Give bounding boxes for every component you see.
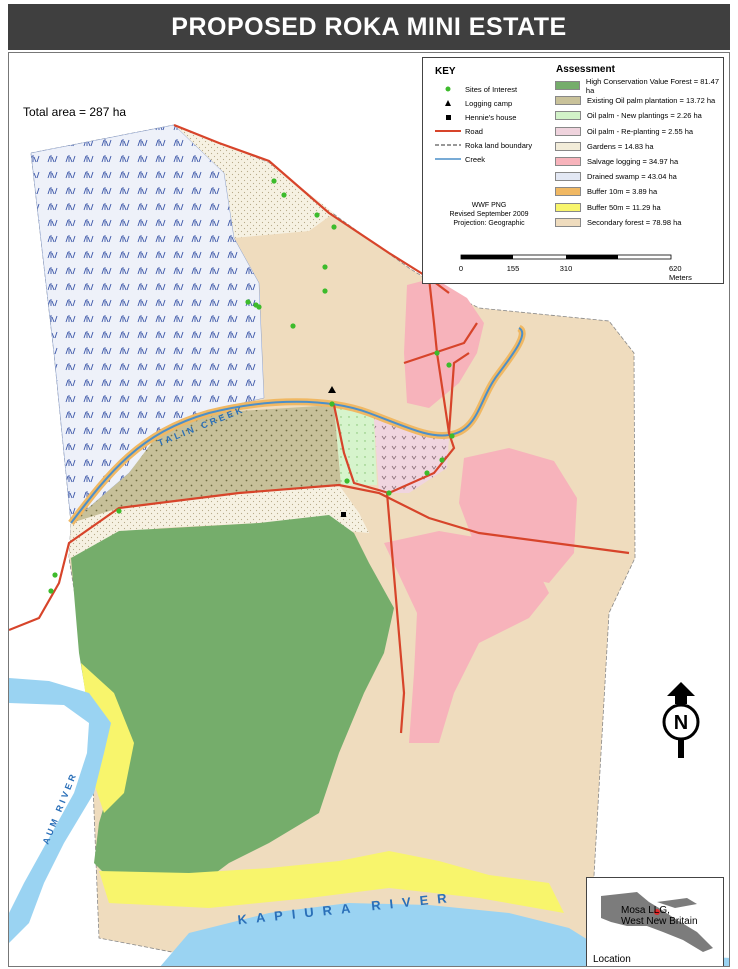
assessment-swatch xyxy=(555,96,581,106)
credit-line: Projection: Geographic xyxy=(453,220,525,227)
credit-line: WWF PNG xyxy=(471,202,507,209)
assessment-item: Existing Oil palm plantation = 13.72 ha xyxy=(555,95,715,106)
key-item-label: Sites of Interest xyxy=(465,84,518,94)
map-title: PROPOSED ROKA MINI ESTATE xyxy=(8,4,730,50)
png-outline-icon xyxy=(601,892,713,952)
creek-line-icon xyxy=(431,153,465,165)
key-item-label: Road xyxy=(465,126,483,136)
inset-location-text: Mosa LLG, West New Britain xyxy=(621,905,698,927)
gardens-area-north xyxy=(174,125,334,238)
key-item-road: Road xyxy=(431,125,483,137)
assessment-label: Oil palm - New plantings = 2.26 ha xyxy=(587,111,702,121)
assessment-label: Salvage logging = 34.97 ha xyxy=(587,157,679,166)
map-credit: WWF PNG Revised September 2009 Projectio… xyxy=(439,201,539,228)
gardens-area-south xyxy=(69,485,369,558)
assessment-label: Oil palm - Re-planting = 2.55 ha xyxy=(587,126,694,136)
scale-tick-0: 0 xyxy=(458,264,464,273)
assessment-item: Buffer 10m = 3.89 ha xyxy=(555,186,657,197)
north-arrow-icon: N xyxy=(655,680,707,760)
assessment-swatch xyxy=(555,217,581,227)
assessment-label: Drained swamp = 43.04 ha xyxy=(587,172,677,182)
assessment-item: Gardens = 14.83 ha xyxy=(555,141,654,152)
assessment-label: Buffer 50m = 11.29 ha xyxy=(587,202,661,212)
aum-river xyxy=(9,678,111,943)
scale-bar: 0 155 310 620 Meters xyxy=(453,253,717,282)
assessment-label: High Conservation Value Forest = 81.47 h… xyxy=(585,76,719,95)
assessment-item: High Conservation Value Forest = 81.47 h… xyxy=(555,77,723,95)
assessment-swatch xyxy=(555,111,581,121)
assessment-label: Gardens = 14.83 ha xyxy=(587,141,654,151)
assessment-swatch xyxy=(555,187,581,197)
triangle-icon xyxy=(431,97,465,109)
key-item-label: Hennie's house xyxy=(465,112,517,122)
assessment-swatch xyxy=(555,81,580,90)
oil-palm-existing-area xyxy=(71,405,341,523)
assessment-label: Buffer 10m = 3.89 ha xyxy=(587,187,658,197)
credit-line: Revised September 2009 xyxy=(449,211,529,218)
salvage-logging-area-north xyxy=(404,278,484,408)
legend-assessment-title: Assessment xyxy=(556,64,615,75)
key-item-sites: Sites of Interest xyxy=(431,83,517,95)
key-item-house: Hennie's house xyxy=(431,111,516,123)
assessment-swatch xyxy=(555,202,581,212)
square-icon xyxy=(431,111,465,123)
key-item-label: Roka land boundary xyxy=(465,140,533,150)
assessment-item: Oil palm - Re-planting = 2.55 ha xyxy=(555,126,693,137)
logging-camp-marker xyxy=(328,386,336,393)
hcv-forest-area xyxy=(71,515,394,898)
legend-key-title: KEY xyxy=(435,66,456,77)
assessment-label: Secondary forest = 78.98 ha xyxy=(587,217,682,227)
assessment-item: Salvage logging = 34.97 ha xyxy=(555,156,678,167)
assessment-swatch xyxy=(555,126,581,136)
assessment-swatch xyxy=(555,172,581,182)
assessment-item: Oil palm - New plantings = 2.26 ha xyxy=(555,110,702,121)
road-line-icon xyxy=(431,125,465,137)
key-item-creek: Creek xyxy=(431,153,485,165)
map-frame: Total area = 287 ha TALIN CREEK KAPIURA … xyxy=(8,52,730,967)
location-inset-map: Mosa LLG, West New Britain Location xyxy=(586,877,724,966)
assessment-item: Drained swamp = 43.04 ha xyxy=(555,171,677,182)
talin-creek-line xyxy=(70,327,524,524)
assessment-item: Buffer 50m = 11.29 ha xyxy=(555,202,661,213)
key-item-boundary: Roka land boundary xyxy=(431,139,532,151)
key-item-label: Creek xyxy=(465,154,486,164)
key-item-camp: Logging camp xyxy=(431,97,512,109)
legend-box: KEY Assessment Sites of Interest Logging… xyxy=(422,57,724,284)
scale-tick-1: 155 xyxy=(506,264,520,273)
buffer-50m-south xyxy=(99,851,564,913)
salvage-logging-area-south xyxy=(384,531,549,743)
assessment-item: Secondary forest = 78.98 ha xyxy=(555,217,681,228)
inset-caption: Location xyxy=(593,954,631,965)
north-letter: N xyxy=(674,712,688,734)
oil-palm-new-area xyxy=(334,405,377,485)
key-item-label: Logging camp xyxy=(465,98,513,108)
inset-region: West New Britain xyxy=(621,916,698,927)
hennies-house-marker xyxy=(341,512,346,517)
assessment-label: Existing Oil palm plantation = 13.72 ha xyxy=(587,96,716,106)
assessment-swatch xyxy=(555,141,581,151)
assessment-swatch xyxy=(555,157,581,166)
total-area-label: Total area = 287 ha xyxy=(23,105,127,119)
green-dot-icon xyxy=(431,83,465,95)
scale-tick-3: 620 Meters xyxy=(669,264,692,282)
scale-tick-2: 310 xyxy=(559,264,573,273)
boundary-line-icon xyxy=(431,139,465,151)
inset-place: Mosa LLG, xyxy=(621,905,670,916)
